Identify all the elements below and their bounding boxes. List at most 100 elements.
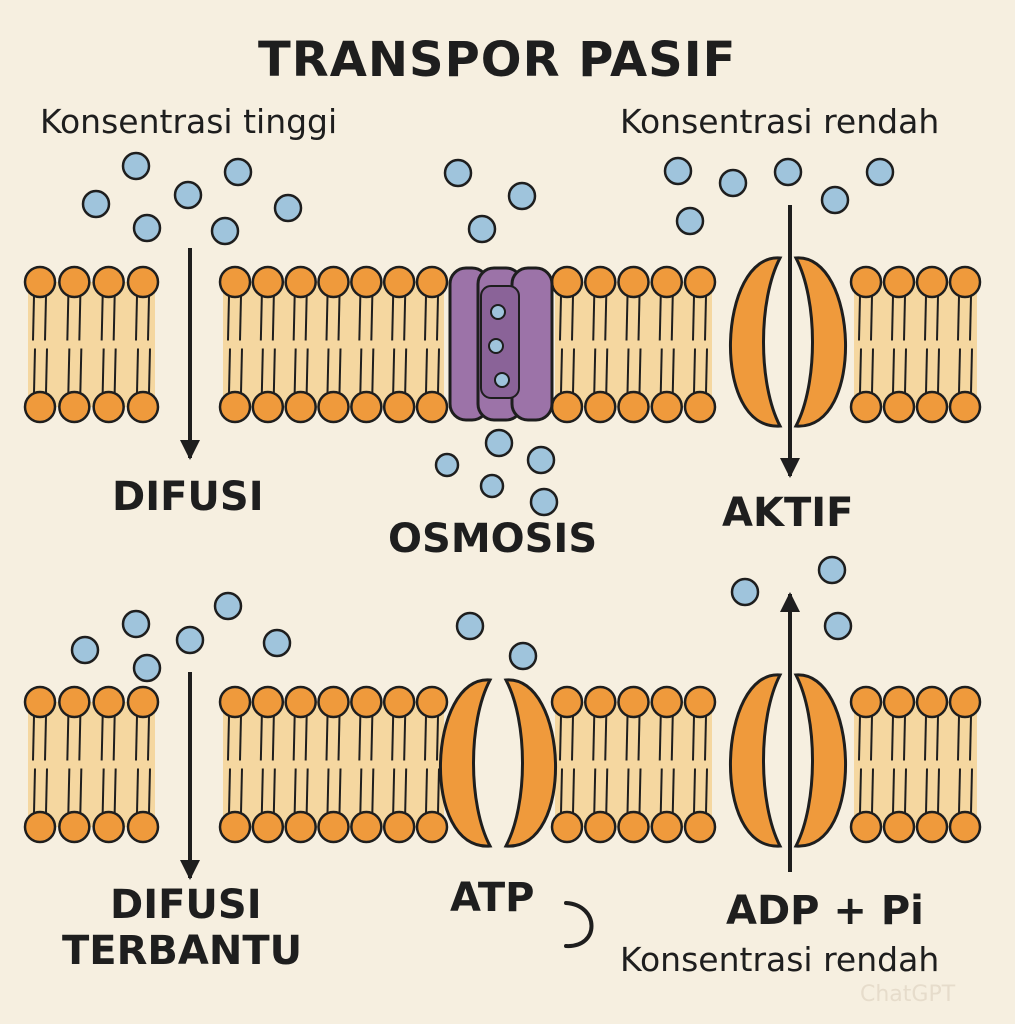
lipid-tail <box>227 295 230 341</box>
lipid-tail <box>113 348 117 394</box>
phospholipid-head <box>382 265 416 299</box>
lipid-tail <box>904 768 907 814</box>
molecule <box>273 193 303 223</box>
lipid-tail <box>240 348 243 394</box>
lipid-tail <box>404 348 408 394</box>
membrane-bottom-middle <box>218 685 449 844</box>
lipid-tail <box>625 295 629 341</box>
molecule <box>81 189 111 219</box>
lipid-tail <box>304 295 308 341</box>
phospholipid-head <box>550 265 584 299</box>
carrier-protein-right <box>793 673 847 848</box>
lipid-tail <box>271 715 275 761</box>
phospholipid-head <box>650 390 683 424</box>
molecule <box>443 158 473 188</box>
lipid-tail <box>903 295 906 341</box>
lipid-tail <box>937 348 940 394</box>
lipid-tail <box>924 295 927 341</box>
lipid-tail <box>101 348 105 394</box>
phospholipid-head <box>126 810 160 844</box>
lipid-tail <box>693 348 696 394</box>
phospholipid-head <box>584 265 617 299</box>
lipid-tail <box>604 715 608 761</box>
lipid-tail-band <box>28 282 155 407</box>
lipid-tail <box>337 715 341 761</box>
lipid-tail <box>403 295 407 341</box>
molecule <box>494 372 510 388</box>
lipid-tail <box>358 715 362 761</box>
membrane-top-left <box>23 265 160 424</box>
arrow-difusi <box>180 248 200 460</box>
lipid-tail <box>239 295 242 341</box>
lipid-tail <box>371 768 375 814</box>
lipid-tail <box>392 348 396 394</box>
molecule <box>526 445 556 475</box>
lipid-tail <box>337 295 341 341</box>
lipid-tail <box>325 715 329 761</box>
lipid-tail <box>292 715 296 761</box>
lipid-tail <box>637 715 641 761</box>
phospholipid-head <box>126 685 160 719</box>
phospholipid-head <box>550 685 584 719</box>
lipid-tail <box>425 348 428 394</box>
phospholipid-head <box>317 810 350 844</box>
lipid-tail <box>148 768 151 814</box>
lipid-tail <box>100 295 104 341</box>
arrow-head <box>780 458 800 478</box>
molecule <box>173 180 203 210</box>
phospholipid-head <box>415 810 449 844</box>
lipid-tail <box>437 348 440 394</box>
lipid-tail <box>592 715 596 761</box>
lipid-tail <box>136 768 139 814</box>
atp-curve-arrow <box>564 901 594 949</box>
lipid-tail-band <box>555 282 712 407</box>
lipid-tail <box>891 715 894 761</box>
lipid-tail <box>871 348 874 394</box>
molecule <box>132 213 162 243</box>
phospholipid-head <box>23 390 57 424</box>
arrow-head <box>780 592 800 612</box>
phospholipid-head <box>948 685 982 719</box>
lipid-tail <box>32 715 35 761</box>
carrier-protein-left <box>439 678 493 848</box>
phospholipid-head <box>58 685 91 719</box>
lipid-tail <box>44 715 47 761</box>
lipid-tail <box>559 715 562 761</box>
lipid-tail <box>147 295 150 341</box>
lipid-tail-band <box>555 702 712 827</box>
arrow-aktif <box>780 205 800 478</box>
molecule <box>507 181 537 211</box>
lipid-tail <box>858 715 861 761</box>
arrow-head <box>180 860 200 880</box>
lipid-tail <box>148 348 151 394</box>
phospholipid-head <box>317 685 350 719</box>
molecule <box>175 625 205 655</box>
carrier-protein-left <box>729 673 783 848</box>
molecule <box>121 609 151 639</box>
phospholipid-head <box>849 810 883 844</box>
lipid-tail <box>79 768 83 814</box>
phospholipid-head <box>849 685 883 719</box>
molecule <box>434 452 460 478</box>
phospholipid-head <box>218 265 252 299</box>
carrier-protein-right <box>503 678 557 848</box>
lipid-tail <box>425 768 428 814</box>
carrier-protein-left <box>729 256 783 428</box>
phospholipid-head <box>218 810 252 844</box>
lipid-tail <box>391 715 395 761</box>
lipid-tail <box>692 715 695 761</box>
phospholipid-head <box>650 685 683 719</box>
phospholipid-head <box>317 390 350 424</box>
phospholipid-head <box>617 265 650 299</box>
molecule <box>210 216 240 246</box>
lipid-tail-band <box>223 702 444 827</box>
lipid-tail <box>958 768 961 814</box>
lipid-tail <box>272 768 276 814</box>
lipid-tail <box>891 295 894 341</box>
lipid-tail <box>593 348 597 394</box>
lipid-tail <box>692 295 695 341</box>
lipid-tail <box>404 768 408 814</box>
lipid-tail <box>659 768 663 814</box>
lipid-tail <box>559 295 562 341</box>
